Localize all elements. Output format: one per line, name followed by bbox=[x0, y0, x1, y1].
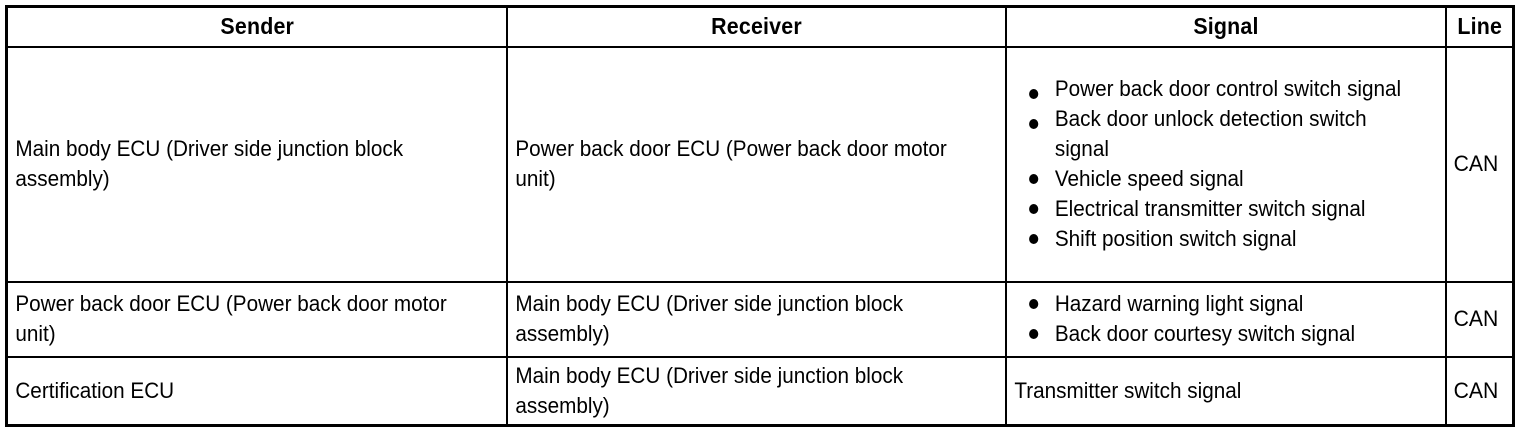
cell-receiver: Main body ECU (Driver side junction bloc… bbox=[505, 280, 1007, 358]
signal-text: Power back door control switch signal bbox=[1054, 76, 1401, 102]
signal-text: Hazard warning light signal bbox=[1054, 291, 1303, 317]
bullet-dot-icon bbox=[1028, 299, 1038, 310]
cell-signal: Transmitter switch signal bbox=[1004, 355, 1447, 427]
cell-signal: Power back door control switch signal Ba… bbox=[1004, 45, 1447, 283]
signal-list-item: Vehicle speed signal bbox=[1014, 164, 1406, 194]
communication-table: Sender Receiver Signal Line Main body EC… bbox=[5, 5, 1515, 427]
cell-sender: Certification ECU bbox=[5, 355, 508, 427]
column-header-signal: Signal bbox=[1019, 5, 1432, 48]
table-row: Power back door ECU (Power back door mot… bbox=[5, 280, 1515, 358]
sender-text: Certification ECU bbox=[15, 377, 175, 403]
column-header-sender: Sender bbox=[23, 5, 490, 48]
bullet-dot-icon bbox=[1028, 203, 1038, 214]
signal-list: Power back door control switch signal Ba… bbox=[1007, 74, 1410, 254]
table-body: Main body ECU (Driver side junction bloc… bbox=[5, 45, 1515, 427]
column-header-line: Line bbox=[1446, 5, 1513, 48]
table-row: Main body ECU (Driver side junction bloc… bbox=[5, 45, 1515, 283]
table-row: Certification ECU Main body ECU (Driver … bbox=[5, 355, 1515, 427]
column-header-signal-label: Signal bbox=[1192, 13, 1259, 40]
bullet-dot-icon bbox=[1028, 119, 1038, 130]
signal-list-item: Electrical transmitter switch signal bbox=[1014, 194, 1406, 224]
signal-list-item: Back door unlock detection switch signal bbox=[1014, 104, 1406, 164]
bullet-dot-icon bbox=[1028, 233, 1038, 244]
signal-list-item: Back door courtesy switch signal bbox=[1014, 319, 1406, 349]
bullet-dot-icon bbox=[1028, 328, 1038, 339]
signal-text: Electrical transmitter switch signal bbox=[1054, 195, 1365, 221]
table-header: Sender Receiver Signal Line bbox=[7, 5, 1514, 48]
signal-list-item: Shift position switch signal bbox=[1014, 224, 1406, 254]
cell-sender: Power back door ECU (Power back door mot… bbox=[5, 280, 508, 358]
signal-list-item: Hazard warning light signal bbox=[1014, 289, 1406, 319]
line-text: CAN bbox=[1453, 377, 1498, 403]
sender-text: Main body ECU (Driver side junction bloc… bbox=[15, 136, 404, 191]
signal-text: Transmitter switch signal bbox=[1013, 377, 1241, 403]
cell-receiver: Power back door ECU (Power back door mot… bbox=[505, 45, 1007, 283]
communication-table-container: Sender Receiver Signal Line Main body EC… bbox=[5, 5, 1515, 427]
line-text: CAN bbox=[1453, 306, 1498, 332]
column-header-receiver-label: Receiver bbox=[710, 13, 802, 40]
receiver-text: Main body ECU (Driver side junction bloc… bbox=[514, 362, 903, 418]
signal-text: Back door unlock detection switch signal bbox=[1054, 106, 1367, 162]
cell-receiver: Main body ECU (Driver side junction bloc… bbox=[505, 355, 1007, 427]
cell-line: CAN bbox=[1444, 355, 1515, 427]
signal-text: Back door courtesy switch signal bbox=[1054, 321, 1355, 346]
bullet-dot-icon bbox=[1028, 173, 1038, 184]
header-row: Sender Receiver Signal Line bbox=[7, 5, 1514, 48]
column-header-sender-label: Sender bbox=[219, 13, 294, 40]
cell-sender: Main body ECU (Driver side junction bloc… bbox=[5, 45, 508, 283]
column-header-line-label: Line bbox=[1456, 13, 1502, 40]
column-header-receiver: Receiver bbox=[523, 5, 989, 48]
signal-list: Hazard warning light signal Back door co… bbox=[1007, 289, 1410, 349]
line-text: CAN bbox=[1453, 151, 1498, 177]
signal-text: Shift position switch signal bbox=[1054, 225, 1296, 251]
cell-line: CAN bbox=[1444, 45, 1515, 283]
receiver-text: Power back door ECU (Power back door mot… bbox=[514, 136, 947, 191]
cell-signal: Hazard warning light signal Back door co… bbox=[1004, 280, 1447, 358]
signal-list-item: Power back door control switch signal bbox=[1014, 74, 1406, 104]
signal-text: Vehicle speed signal bbox=[1054, 166, 1244, 191]
bullet-dot-icon bbox=[1028, 89, 1038, 100]
cell-line: CAN bbox=[1444, 280, 1515, 358]
sender-text: Power back door ECU (Power back door mot… bbox=[15, 291, 447, 346]
receiver-text: Main body ECU (Driver side junction bloc… bbox=[514, 291, 903, 346]
